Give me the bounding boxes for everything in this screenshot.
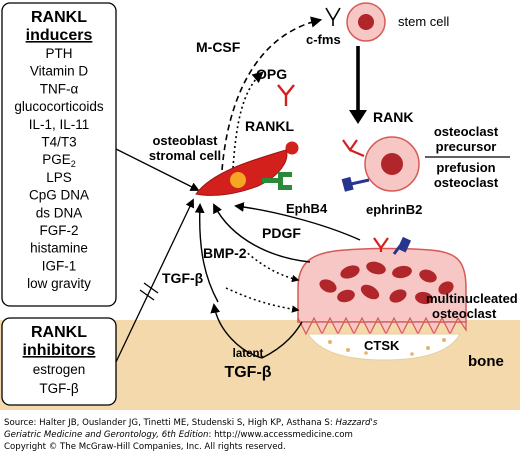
- copyright-text: Copyright © The McGraw-Hill Companies, I…: [4, 442, 286, 452]
- ephrinb2-label: ephrinB2: [366, 202, 422, 217]
- tgfb-label: TGF-β: [162, 270, 204, 286]
- inducers-title-rankl: RANKL: [31, 9, 87, 26]
- inducer-item: IGF-1: [42, 258, 77, 273]
- bmp2-dotted-arrow: [243, 249, 300, 283]
- inducer-item: T4/T3: [41, 135, 76, 150]
- inhibitors-arrow: [115, 198, 194, 363]
- source-line1-italic: Hazzard's: [335, 418, 377, 428]
- inducer-item: TNF-α: [40, 81, 79, 96]
- latent-tgfb-arrow: [210, 303, 263, 359]
- source-line2-suffix: : http://www.accessmedicine.com: [208, 430, 352, 440]
- multinucleated-label: multinucleated: [426, 291, 518, 306]
- ctsk-dots: [328, 338, 446, 356]
- source-line2-italic: Geriatric Medicine and Gerontology, 6th …: [4, 430, 208, 440]
- bone-label: bone: [468, 353, 504, 370]
- pge-text: PGE: [42, 152, 71, 167]
- inducer-item: ds DNA: [36, 205, 83, 220]
- resorption-lacuna: [307, 333, 461, 361]
- precursor-label-1: osteoclast: [434, 124, 499, 139]
- inducer-item: IL-1, IL-11: [29, 117, 90, 132]
- pdgf-label: PDGF: [262, 225, 301, 241]
- precursor-label-3: prefusion: [436, 160, 495, 175]
- inhibitors-title-rankl: RANKL: [31, 324, 87, 341]
- multinucleated-osteoclast-label: osteoclast: [432, 306, 497, 321]
- inhibitor-tgfb: TGF-β: [39, 381, 78, 396]
- inducer-item: PTH: [46, 46, 73, 61]
- inducer-item: glucocorticoids: [14, 99, 104, 114]
- mcsf-label: M-CSF: [196, 39, 241, 55]
- precursor-label-4: osteoclast: [434, 175, 499, 190]
- tgfb-arrow: [194, 203, 219, 303]
- osteoblast-cell: [195, 149, 288, 196]
- pge-subscript: 2: [71, 159, 76, 169]
- differentiation-arrowhead: [349, 110, 367, 124]
- bmp2-arrow: [213, 203, 311, 263]
- osteoclast-ephrin-icon: [392, 236, 412, 255]
- osteoclast-rank-receptor-icon: [373, 237, 389, 252]
- latent-tgfb-curve: [261, 321, 303, 359]
- source-citation: Source: Halter JB, Ouslander JG, Tinetti…: [4, 418, 378, 452]
- ephrinb2-ligand-icon: [341, 176, 370, 192]
- inhibitor-estrogen: estrogen: [33, 362, 86, 377]
- ephb4-label: EphB4: [286, 201, 328, 216]
- osteoclast-precursor-cell: [364, 136, 420, 192]
- rankl-ligand-icon: [285, 141, 299, 155]
- inducer-item: LPS: [46, 170, 72, 185]
- ephb4-receptor-icon: [262, 172, 292, 190]
- inducer-item: PGE2: [42, 152, 76, 169]
- bmp2-label: BMP-2: [203, 245, 247, 261]
- inducers-box: RANKL inducers PTH Vitamin D TNF-α glucocor…: [1, 2, 117, 307]
- inhibitors-box: RANKL inhibitors estrogen TGF-β: [1, 317, 117, 406]
- cfms-label: c-fms: [306, 32, 341, 47]
- inducer-item: CpG DNA: [29, 188, 89, 203]
- cfms-receptor: [325, 7, 341, 26]
- stem-cell-label: stem cell: [398, 14, 449, 29]
- inhibition-hash-mark: [139, 282, 159, 301]
- stromal-cell-label: stromal cell: [149, 148, 221, 163]
- svg-text:Source: Halter JB, Ouslander J: Source: Halter JB, Ouslander JG, Tinetti…: [4, 418, 378, 428]
- inducers-arrow: [115, 148, 200, 191]
- precursor-label-2: precursor: [436, 139, 497, 154]
- mcsf-dashed-arrow: [221, 16, 323, 171]
- latent-label: latent: [233, 348, 264, 360]
- latent-tgfb-label: TGF-β: [224, 364, 271, 381]
- inhibitors-title-word: inhibitors: [23, 342, 96, 359]
- inducer-item: Vitamin D: [30, 64, 89, 79]
- osteoblast-label: osteoblast: [152, 133, 218, 148]
- rank-label: RANK: [373, 109, 413, 125]
- osteoclast-nuclei: [319, 261, 454, 305]
- svg-text:Geriatric Medicine and Geronto: Geriatric Medicine and Gerontology, 6th …: [4, 430, 353, 440]
- opg-molecule-icon: [277, 84, 295, 106]
- inducer-item: low gravity: [27, 276, 91, 291]
- stem-cell: [346, 2, 386, 42]
- inducers-title-word: inducers: [26, 27, 93, 44]
- source-line1-prefix: Source: Halter JB, Ouslander JG, Tinetti…: [4, 418, 335, 428]
- inducer-item: FGF-2: [40, 223, 79, 238]
- opg-label: OPG: [256, 66, 287, 82]
- inducer-item: histamine: [30, 241, 88, 256]
- pdgf-arrow: [234, 202, 361, 241]
- tgfb-dotted-arrow: [225, 287, 300, 313]
- rank-receptor-icon: [342, 139, 365, 158]
- rankl-label: RANKL: [245, 118, 294, 134]
- ctsk-label: CTSK: [364, 338, 400, 353]
